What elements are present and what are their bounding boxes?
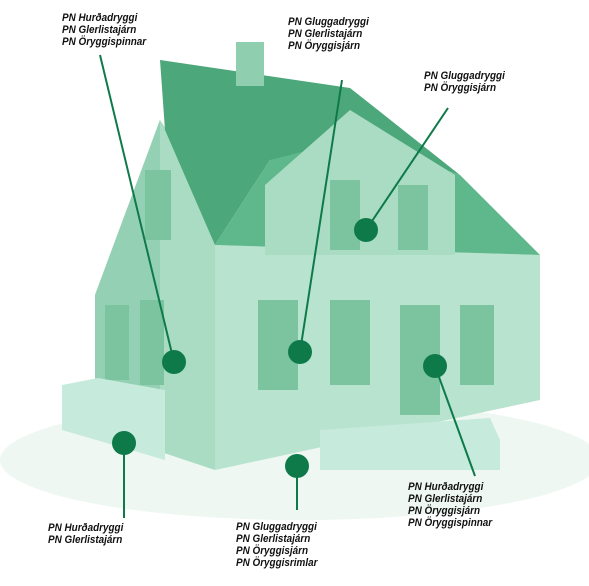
callout-marker (285, 454, 309, 478)
window (460, 305, 494, 385)
callout-line: PN Glerlistajárn (288, 28, 363, 40)
house-chimney (236, 42, 264, 86)
callout-line: PN Gluggadryggi (288, 16, 369, 28)
callout-line: PN Glerlistajárn (408, 493, 483, 505)
callout-line: PN Öryggisjárn (408, 505, 481, 517)
callout-label-hurdadryggi-bottom-left: PN Hurðadryggi PN Glerlistajárn (48, 522, 123, 546)
callout-line: PN Öryggispinnar (408, 517, 493, 529)
callout-line: PN Glerlistajárn (48, 534, 123, 546)
callout-marker (423, 354, 447, 378)
leader-line (299, 79, 343, 353)
window (398, 185, 428, 250)
callout-marker (288, 340, 312, 364)
callout-line: PN Hurðadryggi (408, 481, 484, 493)
window (330, 300, 370, 385)
callout-marker (354, 218, 378, 242)
leader-line (99, 54, 175, 363)
front-porch (320, 418, 500, 470)
callout-marker (162, 350, 186, 374)
callout-line: PN Öryggisjárn (236, 545, 309, 557)
callout-line: PN Öryggisjárn (424, 82, 497, 94)
callout-line: PN Gluggadryggi (424, 70, 505, 82)
callout-marker (112, 431, 136, 455)
window (145, 170, 171, 240)
callout-line: PN Glerlistajárn (62, 24, 137, 36)
callout-line: PN Gluggadryggi (236, 521, 317, 533)
callout-line: PN Öryggispinnar (62, 36, 147, 48)
callout-label-gluggadryggi-right: PN Gluggadryggi PN Öryggisjárn (424, 70, 505, 94)
leader-line (365, 107, 449, 231)
callout-label-hurdadryggi-top: PN Hurðadryggi PN Glerlistajárn PN Örygg… (62, 12, 146, 48)
callout-line: PN Öryggisjárn (288, 40, 361, 52)
callout-label-gluggadryggi-top: PN Gluggadryggi PN Glerlistajárn PN Öryg… (288, 16, 369, 52)
callout-line: PN Hurðadryggi (62, 12, 138, 24)
callout-line: PN Hurðadryggi (48, 522, 124, 534)
leader-line (434, 365, 476, 477)
callout-line: PN Glerlistajárn (236, 533, 311, 545)
window (105, 305, 129, 380)
callout-line: PN Öryggisrimlar (236, 557, 318, 569)
window (330, 180, 360, 250)
window (140, 300, 164, 385)
callout-label-gluggadryggi-bottom: PN Gluggadryggi PN Glerlistajárn PN Öryg… (236, 521, 317, 569)
callout-label-hurdadryggi-bottom-right: PN Hurðadryggi PN Glerlistajárn PN Örygg… (408, 481, 492, 529)
side-porch (62, 378, 165, 460)
